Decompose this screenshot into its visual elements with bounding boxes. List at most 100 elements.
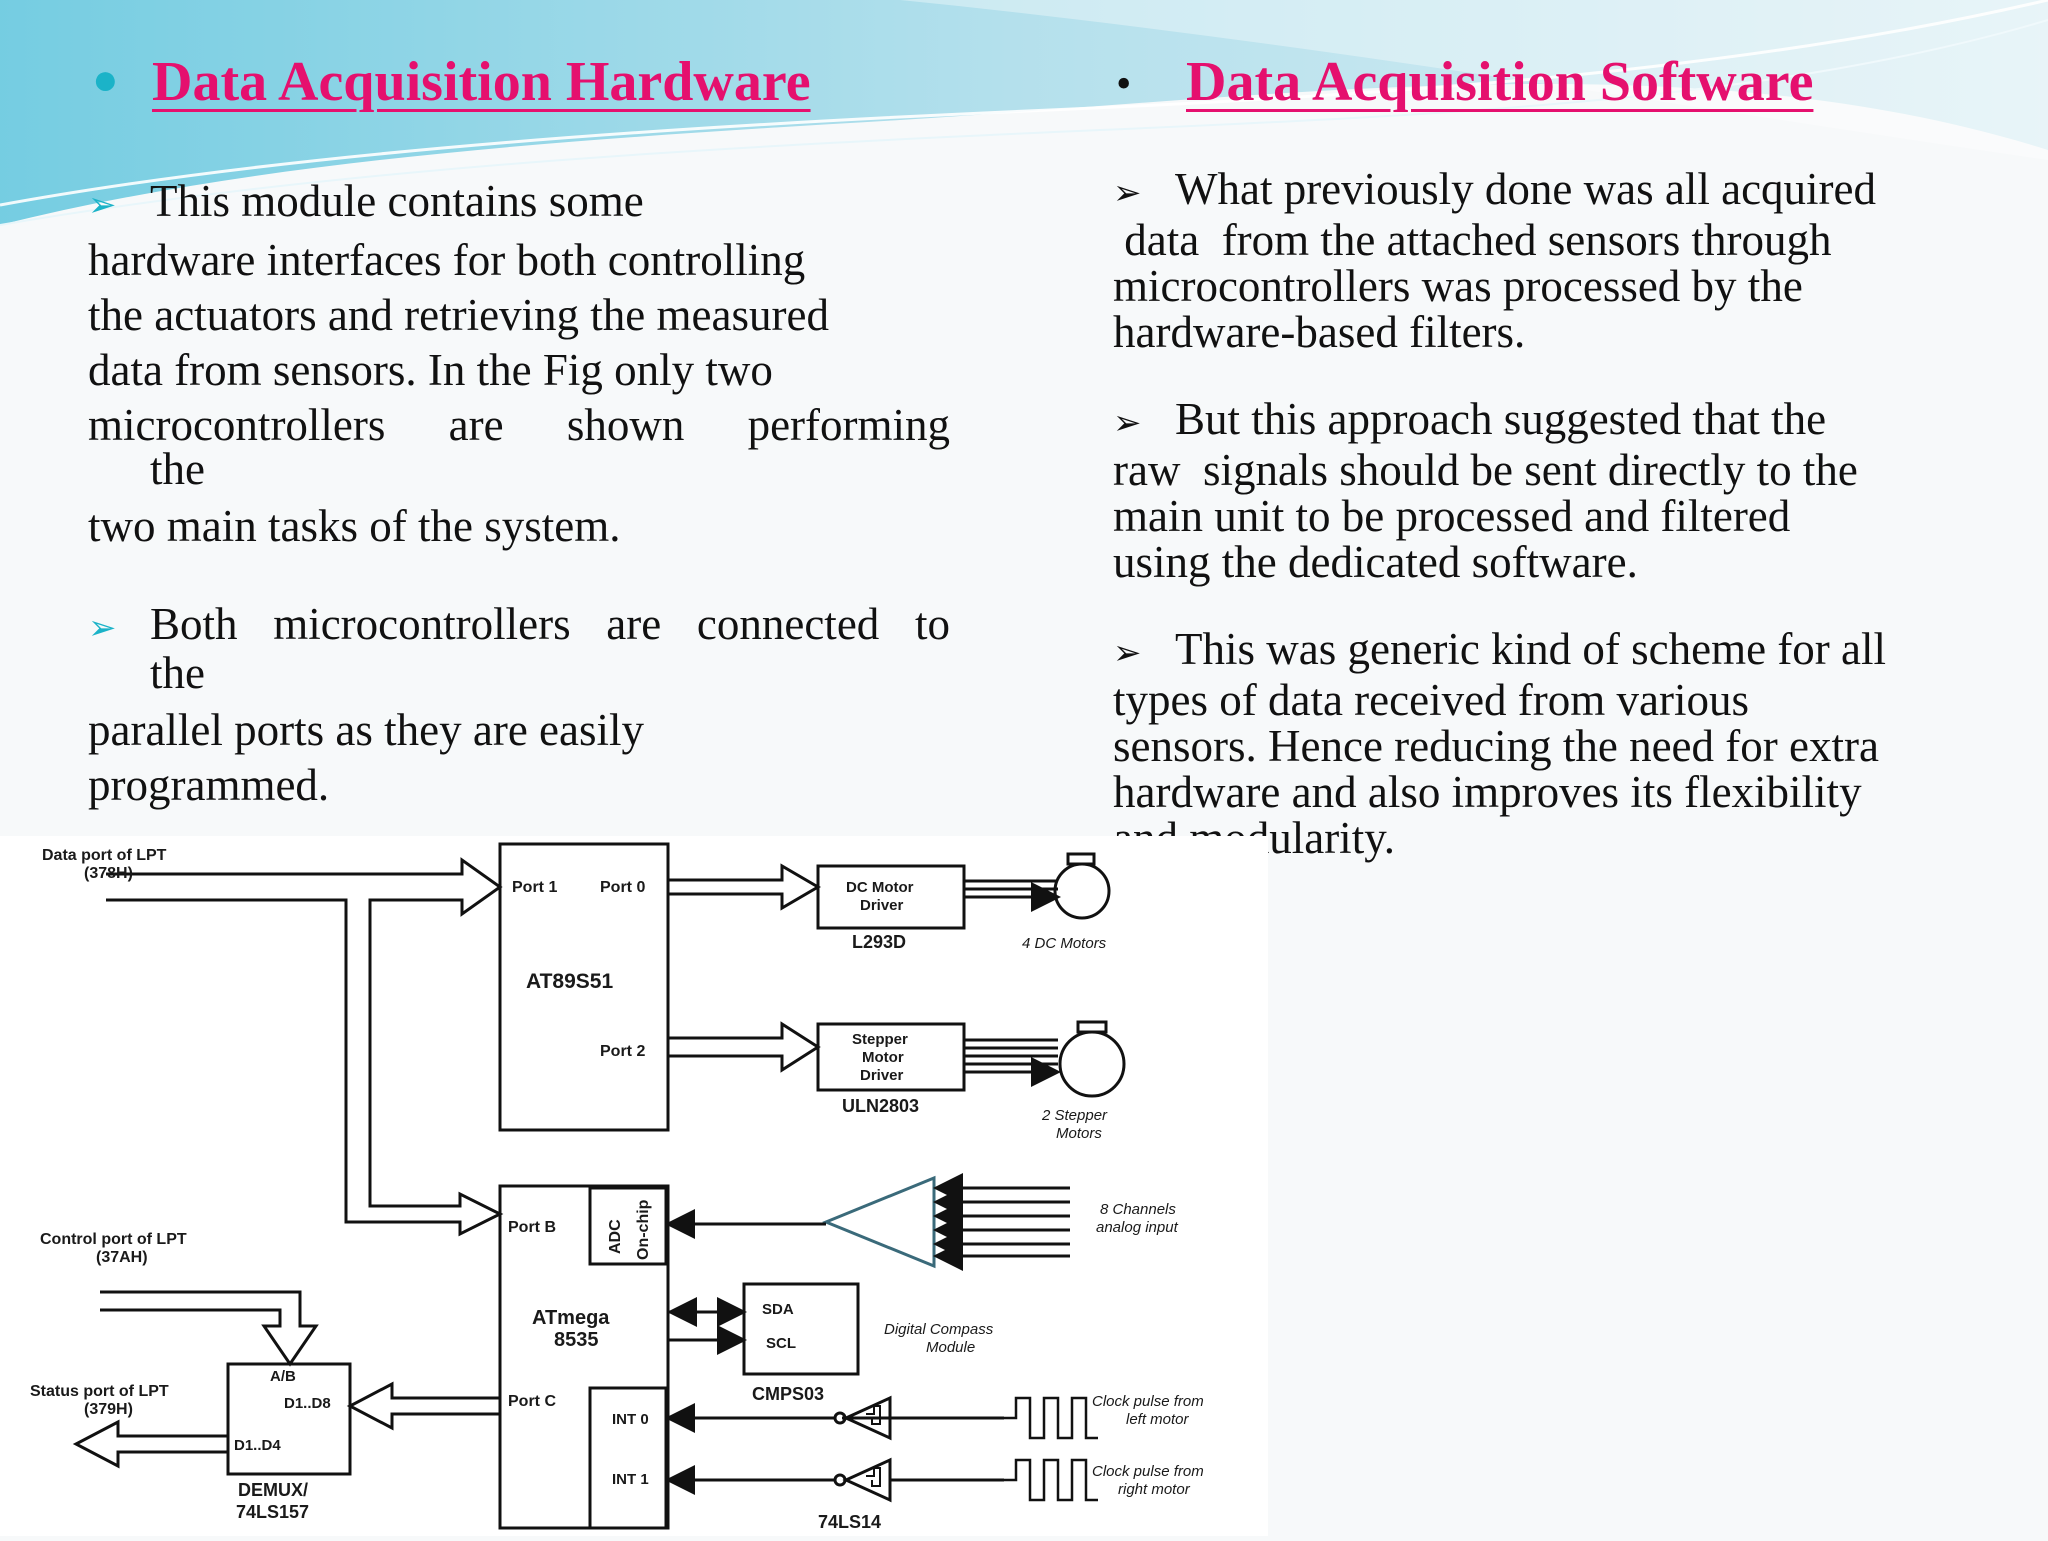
demux-label: 74LS157 xyxy=(236,1502,309,1522)
stepper-driver-label: Motor xyxy=(862,1049,904,1066)
word: are xyxy=(606,599,662,649)
right-heading: Data Acquisition Software xyxy=(1186,51,1814,113)
text-line: hardware-based filters. xyxy=(1113,307,1526,357)
data-port-addr: (378H) xyxy=(84,865,133,882)
demux-d1d8-label: D1..D8 xyxy=(284,1395,331,1412)
port2-label: Port 2 xyxy=(600,1043,645,1060)
text-line: data from sensors. In the Fig only two xyxy=(88,345,773,395)
port0-arrow xyxy=(668,863,821,911)
text-line: two main tasks of the system. xyxy=(88,501,621,551)
sda-label: SDA xyxy=(762,1301,794,1318)
word: shown xyxy=(566,400,685,450)
demux-label: DEMUX/ xyxy=(238,1480,308,1500)
clock-right-label: Clock pulse from xyxy=(1092,1463,1204,1480)
right-bullet-2: ➢But this approach suggested that the ra… xyxy=(1113,396,1858,585)
text-line: the actuators and retrieving the measure… xyxy=(88,290,829,340)
amplifier-icon xyxy=(822,1175,936,1269)
data-port-arrow xyxy=(106,857,504,1237)
word: microcontrollers xyxy=(273,599,571,649)
int1-label: INT 1 xyxy=(612,1471,649,1488)
word: to xyxy=(914,599,950,649)
word: are xyxy=(448,400,504,450)
block-diagram-svg: Data port of LPT (378H) Control port of … xyxy=(30,842,1204,1532)
text-line: But this approach suggested that the xyxy=(1175,394,1827,444)
word: Both xyxy=(150,599,238,649)
arrow-bullet-icon: ➢ xyxy=(1113,405,1142,442)
text-line: hardware interfaces for both controlling xyxy=(88,235,806,285)
atmega-label: 8535 xyxy=(554,1329,599,1351)
text-line: main unit to be processed and filtered xyxy=(1113,491,1791,541)
right-heading-bullet: • xyxy=(1116,59,1132,108)
text-line: parallel ports as they are easily xyxy=(88,705,645,755)
dc-motors-label: 4 DC Motors xyxy=(1022,935,1107,952)
clock-right-label: right motor xyxy=(1118,1481,1191,1498)
data-port-label: Data port of LPT xyxy=(42,847,167,864)
stepper-driver-label: Stepper xyxy=(852,1031,908,1048)
atmega-label: ATmega xyxy=(532,1307,610,1329)
demux-d1d4-label: D1..D4 xyxy=(234,1437,281,1454)
compass-label: Module xyxy=(926,1339,975,1356)
text-line: the xyxy=(150,444,205,494)
text-line: This was generic kind of scheme for all xyxy=(1175,624,1887,674)
dc-driver-label: DC Motor xyxy=(846,879,914,896)
atmega-box xyxy=(498,1184,670,1530)
port2-arrow xyxy=(668,1021,821,1073)
status-port-label: Status port of LPT xyxy=(30,1383,169,1400)
right-bullet-3: ➢This was generic kind of scheme for all… xyxy=(1113,626,1886,861)
dc-driver-label: Driver xyxy=(860,897,904,914)
stepper-driver-label: Driver xyxy=(860,1067,904,1084)
at89s51-box xyxy=(498,842,670,1132)
text-line: types of data received from various xyxy=(1113,675,1749,725)
status-port-addr: (379H) xyxy=(84,1401,133,1418)
left-heading: Data Acquisition Hardware xyxy=(152,51,811,113)
cmps03-box xyxy=(742,1282,860,1376)
port-c-arrow xyxy=(346,1381,500,1431)
clock-pulse-icon xyxy=(1004,1458,1098,1502)
adc-label: ADC xyxy=(607,1219,624,1254)
control-port-arrow xyxy=(100,1290,319,1367)
control-port-label: Control port of LPT xyxy=(40,1231,187,1248)
port0-label: Port 0 xyxy=(600,879,645,896)
text-line-justified: microcontrollers are shown performing xyxy=(88,400,950,450)
left-bullet-2: ➢Both microcontrollers are connected to … xyxy=(88,602,950,813)
text-line: data from the attached sensors through xyxy=(1113,215,1832,265)
adc-label: On-chip xyxy=(635,1199,652,1260)
right-bullet-1: ➢What previously done was all acquired d… xyxy=(1113,166,1876,355)
control-port-addr: (37AH) xyxy=(96,1249,148,1266)
left-heading-bullet: ● xyxy=(92,55,119,104)
arrow-bullet-icon: ➢ xyxy=(1113,175,1142,212)
uln2803-label: ULN2803 xyxy=(842,1096,919,1116)
compass-label: Digital Compass xyxy=(884,1321,994,1338)
clock-left-label: Clock pulse from xyxy=(1092,1393,1204,1410)
schmitt-trigger-icon xyxy=(842,1457,892,1503)
port-c-label: Port C xyxy=(508,1393,556,1410)
text-line-justified: ➢Both microcontrollers are connected to xyxy=(88,602,950,651)
word: microcontrollers xyxy=(88,400,386,450)
analog-input-label: analog input xyxy=(1096,1219,1179,1236)
text-line: This module contains some xyxy=(150,176,644,226)
at89s51-label: AT89S51 xyxy=(526,970,613,993)
text-line: microcontrollers was processed by the xyxy=(1113,261,1803,311)
arrow-bullet-icon: ➢ xyxy=(88,187,117,224)
adc-box xyxy=(588,1186,668,1266)
port1-label: Port 1 xyxy=(512,879,557,896)
cmps03-label: CMPS03 xyxy=(752,1384,824,1404)
text-line: using the dedicated software. xyxy=(1113,537,1638,587)
text-line: the xyxy=(150,648,205,698)
scl-label: SCL xyxy=(766,1335,796,1352)
word: performing xyxy=(747,400,950,450)
l293d-label: L293D xyxy=(852,932,906,952)
stepper-motor-icon xyxy=(1058,1030,1126,1098)
left-bullet-1: ➢ This module contains some hardware inte… xyxy=(88,174,950,554)
demux-ab-label: A/B xyxy=(270,1368,296,1385)
dc-motor-icon xyxy=(1053,862,1111,920)
int-box xyxy=(588,1386,668,1530)
block-diagram: Data port of LPT (378H) Control port of … xyxy=(0,836,1268,1536)
text-line: programmed. xyxy=(88,760,330,810)
stepper-motors-label: 2 Stepper xyxy=(1041,1107,1108,1124)
status-port-arrow xyxy=(72,1419,228,1469)
clock-left-label: left motor xyxy=(1126,1411,1190,1428)
text-line: sensors. Hence reducing the need for ext… xyxy=(1113,721,1879,771)
port-b-label: Port B xyxy=(508,1219,556,1236)
clock-pulse-icon xyxy=(1004,1396,1098,1440)
